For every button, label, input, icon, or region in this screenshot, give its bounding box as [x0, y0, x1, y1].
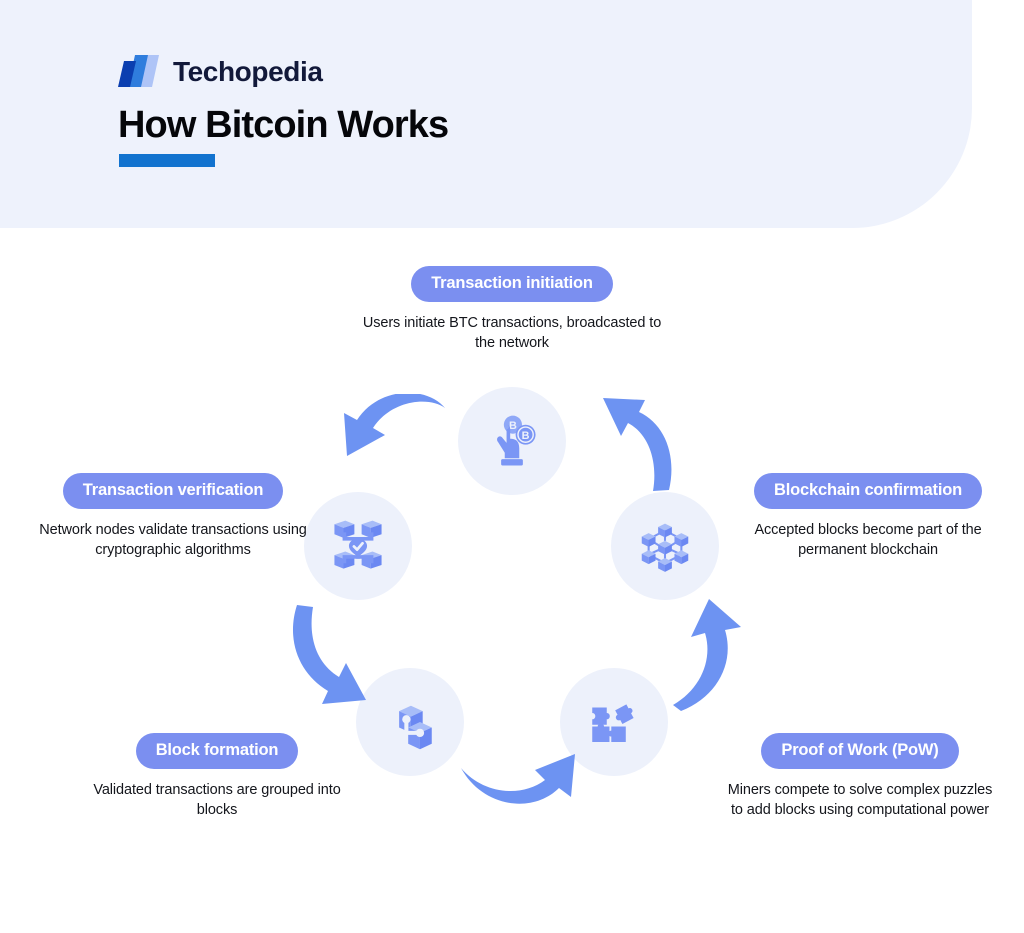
label-group-transaction-initiation: Transaction initiation Users initiate BT…	[362, 266, 662, 354]
svg-text:B: B	[509, 420, 517, 432]
node-icon-proof-of-work[interactable]	[560, 668, 668, 776]
step-label-transaction-initiation[interactable]: Transaction initiation	[411, 266, 613, 302]
brand-logo[interactable]: Techopedia	[118, 53, 323, 91]
nodes-checkmark-icon	[334, 520, 382, 569]
puzzle-pieces-icon	[592, 704, 634, 742]
label-group-blockchain-confirmation: Blockchain confirmation Accepted blocks …	[728, 473, 1008, 561]
node-icon-block-formation[interactable]	[356, 668, 464, 776]
arrow-initiation-to-verification	[333, 394, 451, 499]
title-accent-underline	[119, 154, 215, 167]
blockchain-network-icon	[641, 523, 689, 572]
label-group-transaction-verification: Transaction verification Network nodes v…	[28, 473, 318, 561]
hand-tap-bitcoin-icon: B B	[497, 415, 536, 466]
step-description-transaction-initiation: Users initiate BTC transactions, broadca…	[362, 314, 662, 352]
step-label-proof-of-work[interactable]: Proof of Work (PoW)	[761, 733, 959, 769]
step-label-block-formation[interactable]: Block formation	[135, 733, 299, 769]
brand-name: Techopedia	[173, 56, 323, 87]
page-title: How Bitcoin Works	[118, 104, 449, 146]
step-description-blockchain-confirmation: Accepted blocks become part of the perma…	[754, 521, 982, 559]
header-panel: Techopedia How Bitcoin Works	[0, 0, 972, 228]
arrow-verification-to-block	[284, 599, 394, 714]
label-group-block-formation: Block formation Validated transactions a…	[92, 733, 342, 821]
svg-text:B: B	[522, 430, 530, 442]
step-label-blockchain-confirmation[interactable]: Blockchain confirmation	[754, 473, 982, 509]
label-group-proof-of-work: Proof of Work (PoW) Miners compete to so…	[720, 733, 1000, 821]
arrow-block-to-pow	[455, 744, 580, 844]
techopedia-parallelogram-logo-icon	[118, 55, 159, 87]
step-description-proof-of-work: Miners compete to solve complex puzzles …	[727, 781, 993, 819]
step-description-transaction-verification: Network nodes validate transactions usin…	[39, 521, 307, 559]
linked-blocks-icon	[399, 705, 432, 750]
step-label-transaction-verification[interactable]: Transaction verification	[62, 473, 284, 509]
node-icon-transaction-initiation[interactable]: B B	[458, 387, 566, 495]
arrow-pow-to-blockchain	[655, 593, 767, 713]
cycle-diagram: B B	[0, 228, 1024, 933]
node-icon-blockchain-confirmation[interactable]	[611, 492, 719, 600]
arrow-blockchain-to-initiation	[573, 394, 681, 499]
step-description-block-formation: Validated transactions are grouped into …	[93, 781, 341, 819]
node-icon-transaction-verification[interactable]	[304, 492, 412, 600]
